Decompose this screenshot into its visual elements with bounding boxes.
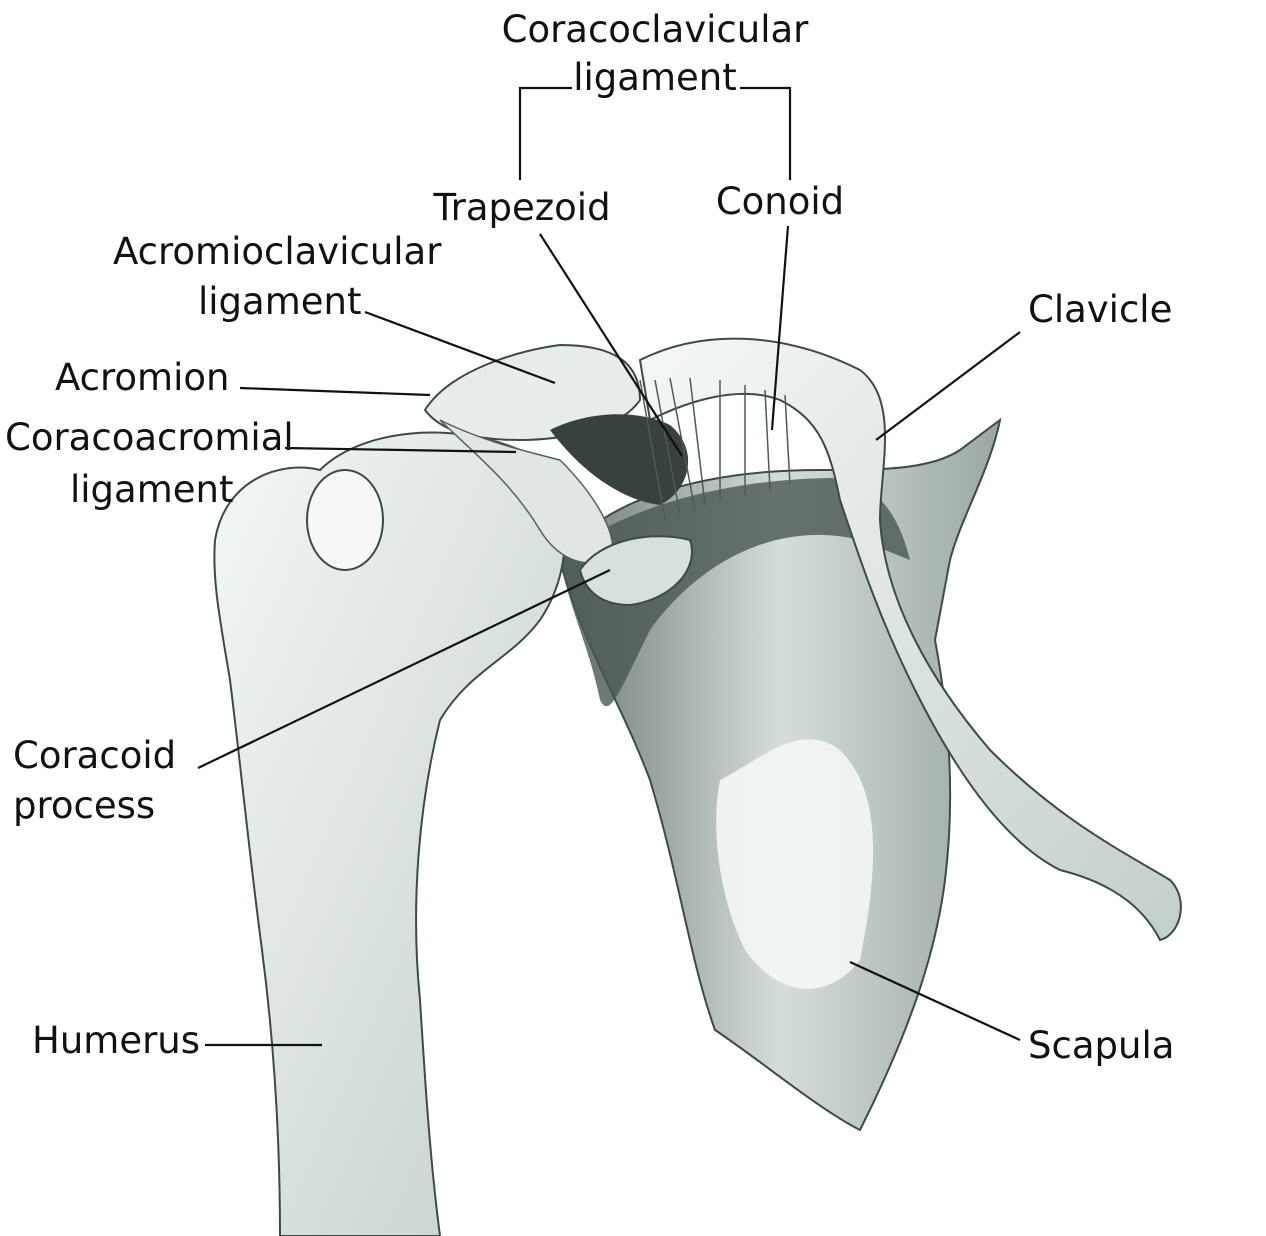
leader-scapula [849, 961, 1021, 1041]
label-acromioclavicular-ligament: Acromioclavicular [113, 230, 442, 273]
label-conoid: Conoid [716, 180, 844, 223]
leader-acromion [239, 386, 431, 397]
leader-acromioclavicular [364, 310, 556, 385]
scapula-dark-region [560, 478, 910, 707]
label-coracoacromial-ligament-line2: ligament [70, 468, 233, 511]
label-coracoclavicular-ligament: Coracoclavicular [502, 8, 810, 51]
coracoclavicular-bracket-right [740, 86, 792, 180]
leader-trapezoid [539, 233, 683, 457]
humeral-head-tubercle [306, 469, 384, 571]
label-coracoid-process-line2: process [13, 784, 155, 827]
leader-coracoacromial [284, 446, 517, 454]
label-coracoacromial-ligament: Coracoacromial [5, 416, 294, 459]
label-acromion: Acromion [55, 356, 229, 399]
clavicle-shape [638, 337, 1182, 942]
label-clavicle: Clavicle [1028, 288, 1172, 331]
label-acromioclavicular-ligament-line2: ligament [198, 280, 361, 323]
leader-conoid [770, 225, 790, 431]
label-coracoid-process: Coracoid [13, 734, 176, 777]
coracoclavicular-ligament-fibers [639, 377, 791, 521]
leader-coracoid [197, 569, 611, 769]
label-humerus: Humerus [32, 1019, 200, 1062]
coracoid-process-shape [578, 535, 693, 607]
coracoclavicular-bracket-left [518, 86, 572, 180]
scapula-highlight [716, 739, 874, 989]
humerus-shape [213, 431, 566, 1236]
label-coracoclavicular-ligament-line2: ligament [573, 56, 736, 99]
acromion-shape [423, 343, 642, 442]
label-trapezoid: Trapezoid [432, 186, 610, 229]
leader-clavicle [875, 331, 1021, 441]
dark-gap [550, 414, 689, 505]
label-scapula: Scapula [1028, 1024, 1174, 1067]
